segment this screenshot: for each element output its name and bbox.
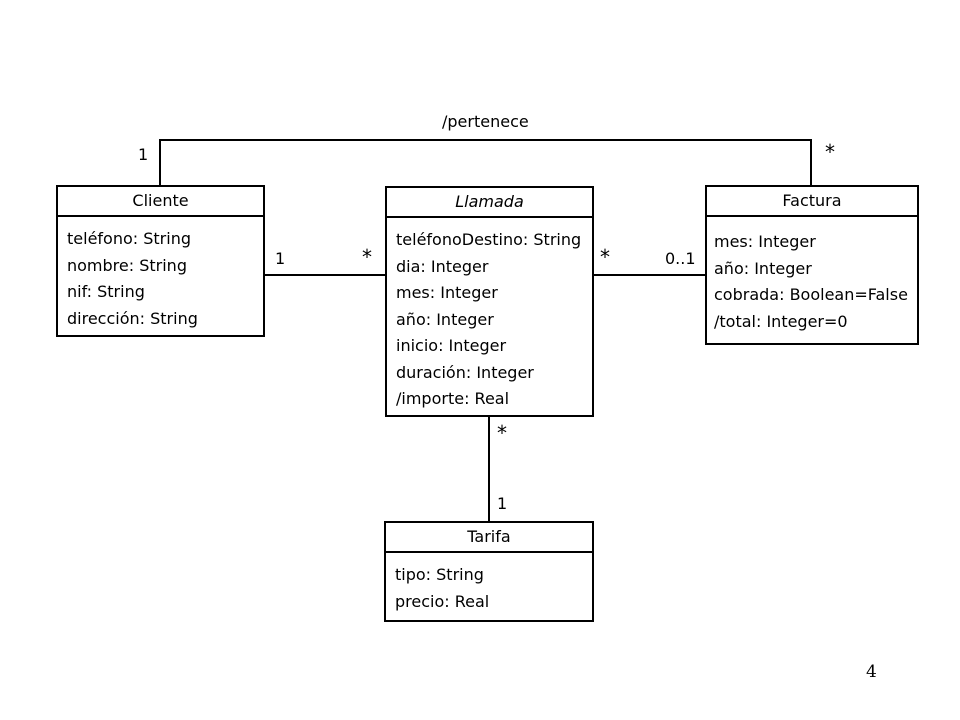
- attribute: teléfono: String: [67, 229, 191, 248]
- llamada-tarifa-llamada-multiplicity: *: [497, 421, 507, 445]
- attribute: precio: Real: [395, 591, 490, 611]
- attribute: cobrada: Boolean=False: [714, 285, 908, 304]
- attribute: mes: Integer: [714, 232, 816, 251]
- pertenece-factura-multiplicity: *: [825, 140, 835, 164]
- class-cliente-name: Cliente: [58, 187, 263, 217]
- class-tarifa[interactable]: Tarifa tipo: String precio: Real: [384, 521, 594, 622]
- attribute: año: Integer: [396, 309, 494, 329]
- class-factura[interactable]: Factura mes: Integer año: Integer cobrad…: [705, 185, 919, 345]
- attribute: año: Integer: [714, 258, 812, 278]
- attribute: dia: Integer: [396, 256, 489, 276]
- class-llamada-attributes: teléfonoDestino: String dia: Integer mes…: [387, 218, 592, 413]
- attribute: /total: Integer=0: [714, 311, 848, 331]
- cliente-llamada-llamada-multiplicity: *: [362, 245, 372, 269]
- attribute: nif: String: [67, 282, 145, 301]
- pertenece-association-line: [159, 139, 812, 186]
- class-factura-attributes: mes: Integer año: Integer cobrada: Boole…: [707, 217, 917, 335]
- pertenece-cliente-multiplicity: 1: [138, 145, 149, 164]
- class-llamada[interactable]: Llamada teléfonoDestino: String dia: Int…: [385, 186, 594, 417]
- class-cliente[interactable]: Cliente teléfono: String nombre: String …: [56, 185, 265, 337]
- class-llamada-name: Llamada: [387, 188, 592, 218]
- llamada-factura-llamada-multiplicity: *: [600, 245, 610, 269]
- llamada-factura-factura-multiplicity: 0..1: [665, 249, 696, 268]
- cliente-llamada-cliente-multiplicity: 1: [275, 249, 286, 268]
- pertenece-association-name: /pertenece: [442, 112, 529, 131]
- attribute: teléfonoDestino: String: [396, 230, 582, 249]
- class-factura-name: Factura: [707, 187, 917, 217]
- attribute: mes: Integer: [396, 283, 498, 302]
- page-number: 4: [866, 662, 877, 682]
- llamada-tarifa-tarifa-multiplicity: 1: [497, 494, 508, 513]
- attribute: /importe: Real: [396, 389, 510, 408]
- class-cliente-attributes: teléfono: String nombre: String nif: Str…: [58, 217, 263, 332]
- attribute: tipo: String: [395, 565, 484, 584]
- attribute: nombre: String: [67, 255, 187, 275]
- class-tarifa-name: Tarifa: [386, 523, 592, 553]
- attribute: dirección: String: [67, 308, 198, 328]
- attribute: inicio: Integer: [396, 336, 507, 355]
- attribute: duración: Integer: [396, 362, 534, 382]
- class-tarifa-attributes: tipo: String precio: Real: [386, 553, 592, 615]
